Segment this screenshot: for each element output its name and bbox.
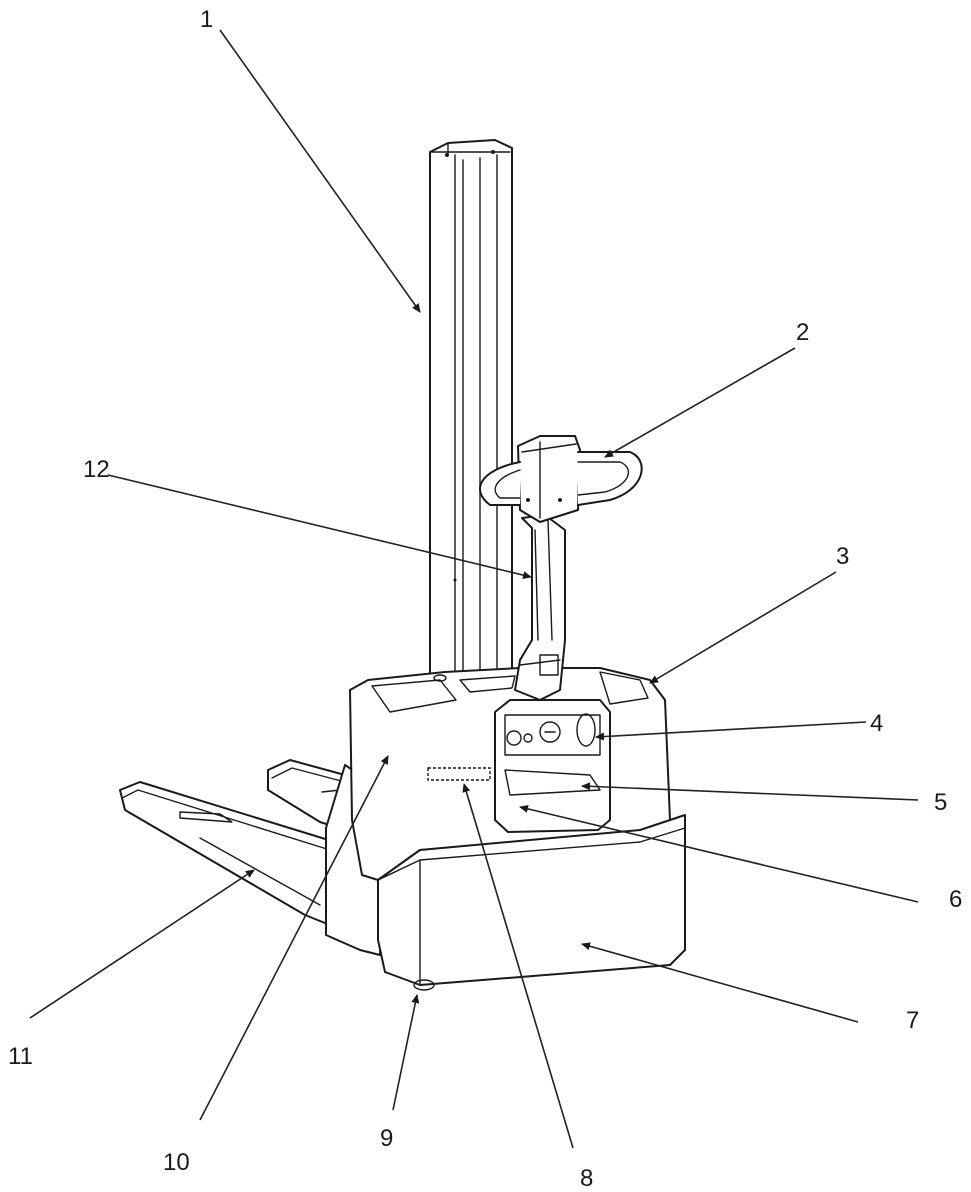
callout-5: 5 xyxy=(934,789,947,816)
mast xyxy=(429,139,513,681)
leader-8 xyxy=(462,783,574,1149)
leader-10 xyxy=(199,755,389,1121)
callout-2: 2 xyxy=(796,319,809,346)
callout-6: 6 xyxy=(949,886,962,913)
callout-10: 10 xyxy=(163,1149,190,1176)
callout-9: 9 xyxy=(380,1125,393,1152)
callout-labels: 1 2 3 4 5 6 7 8 9 10 11 12 xyxy=(8,6,962,1192)
leader-6 xyxy=(519,804,919,903)
leader-12 xyxy=(107,474,532,580)
callout-7: 7 xyxy=(906,1007,919,1034)
control-handle xyxy=(479,435,643,523)
leader-7 xyxy=(581,942,859,1023)
callout-8: 8 xyxy=(580,1165,593,1192)
leader-5 xyxy=(581,782,919,801)
callout-3: 3 xyxy=(836,543,849,570)
leader-4 xyxy=(595,721,867,741)
leader-3 xyxy=(649,571,837,684)
callout-1: 1 xyxy=(200,6,213,33)
leader-lines xyxy=(29,29,919,1149)
truck-body xyxy=(349,667,686,991)
leader-9 xyxy=(392,994,420,1111)
tiller-arm xyxy=(514,514,566,701)
callout-12: 12 xyxy=(83,456,110,483)
callout-11: 11 xyxy=(8,1043,33,1070)
leader-11 xyxy=(29,869,255,1019)
leader-1 xyxy=(219,29,421,313)
callout-4: 4 xyxy=(870,710,883,737)
left-fork xyxy=(119,781,336,926)
leader-2 xyxy=(604,347,796,458)
